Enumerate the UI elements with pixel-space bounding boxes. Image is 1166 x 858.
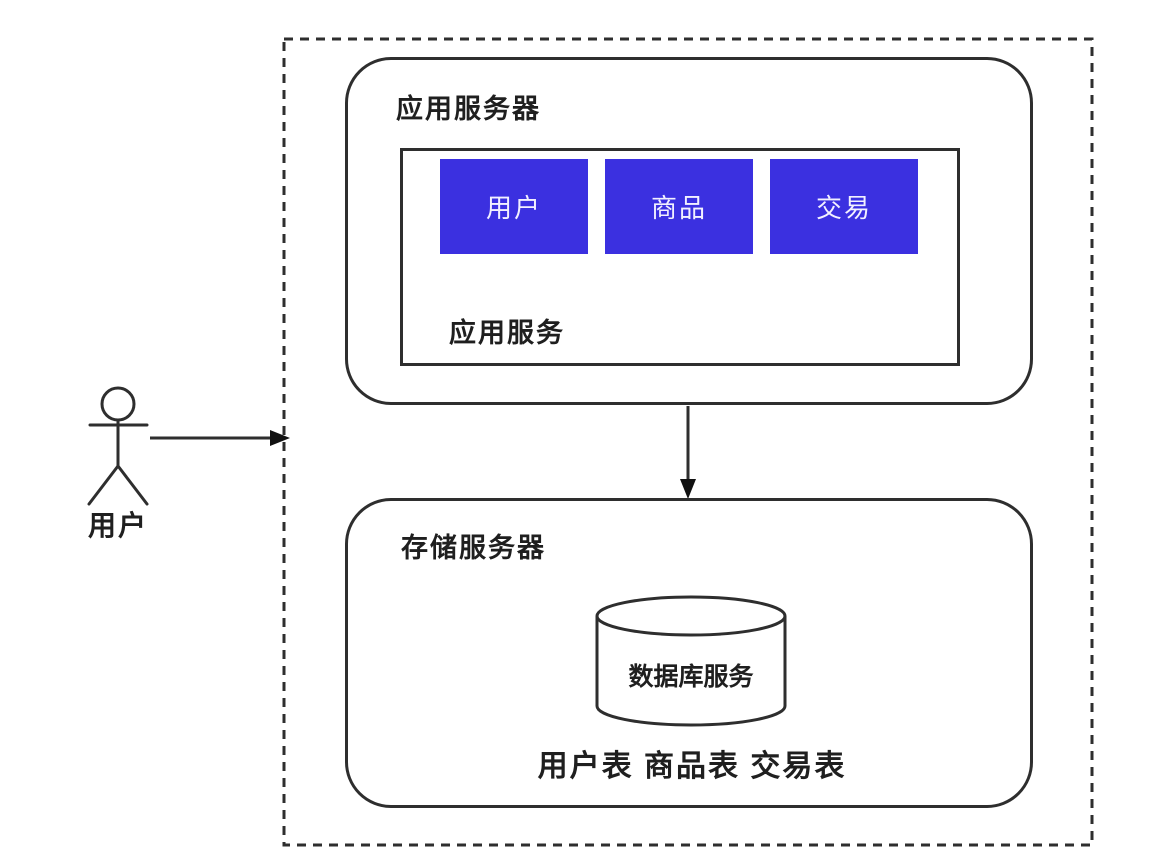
app-server-box: 应用服务器 用户 商品 交易 应用服务 bbox=[345, 57, 1033, 405]
storage-server-title: 存储服务器 bbox=[401, 533, 546, 563]
service-box-trade: 交易 bbox=[770, 159, 918, 254]
actor-leg-left bbox=[87, 464, 120, 506]
cylinder-body bbox=[595, 616, 787, 727]
actor-head bbox=[100, 386, 136, 422]
app-service-label: 应用服务 bbox=[449, 318, 565, 348]
service-box-user: 用户 bbox=[440, 159, 588, 254]
database-cylinder-icon bbox=[595, 595, 787, 727]
storage-server-box: 存储服务器 数据库服务 用户表 商品表 交易表 bbox=[345, 498, 1033, 808]
database-service-label: 数据库服务 bbox=[628, 663, 754, 691]
user-to-system-arrow bbox=[150, 430, 290, 446]
arrowhead-down bbox=[680, 479, 696, 499]
actor-leg-right bbox=[116, 464, 149, 506]
service-box-product: 商品 bbox=[605, 159, 753, 254]
actor-label: 用户 bbox=[87, 510, 148, 541]
service-chip-row: 用户 商品 交易 bbox=[440, 159, 918, 254]
arrowhead-right bbox=[270, 430, 290, 446]
database-cylinder-wrap: 数据库服务 bbox=[595, 595, 787, 727]
app-to-storage-arrow bbox=[680, 406, 696, 499]
app-service-container: 用户 商品 交易 应用服务 bbox=[400, 148, 960, 366]
app-server-title: 应用服务器 bbox=[396, 94, 541, 124]
user-actor-icon bbox=[87, 386, 149, 506]
tables-label: 用户表 商品表 交易表 bbox=[537, 750, 847, 783]
cylinder-top bbox=[595, 595, 787, 637]
